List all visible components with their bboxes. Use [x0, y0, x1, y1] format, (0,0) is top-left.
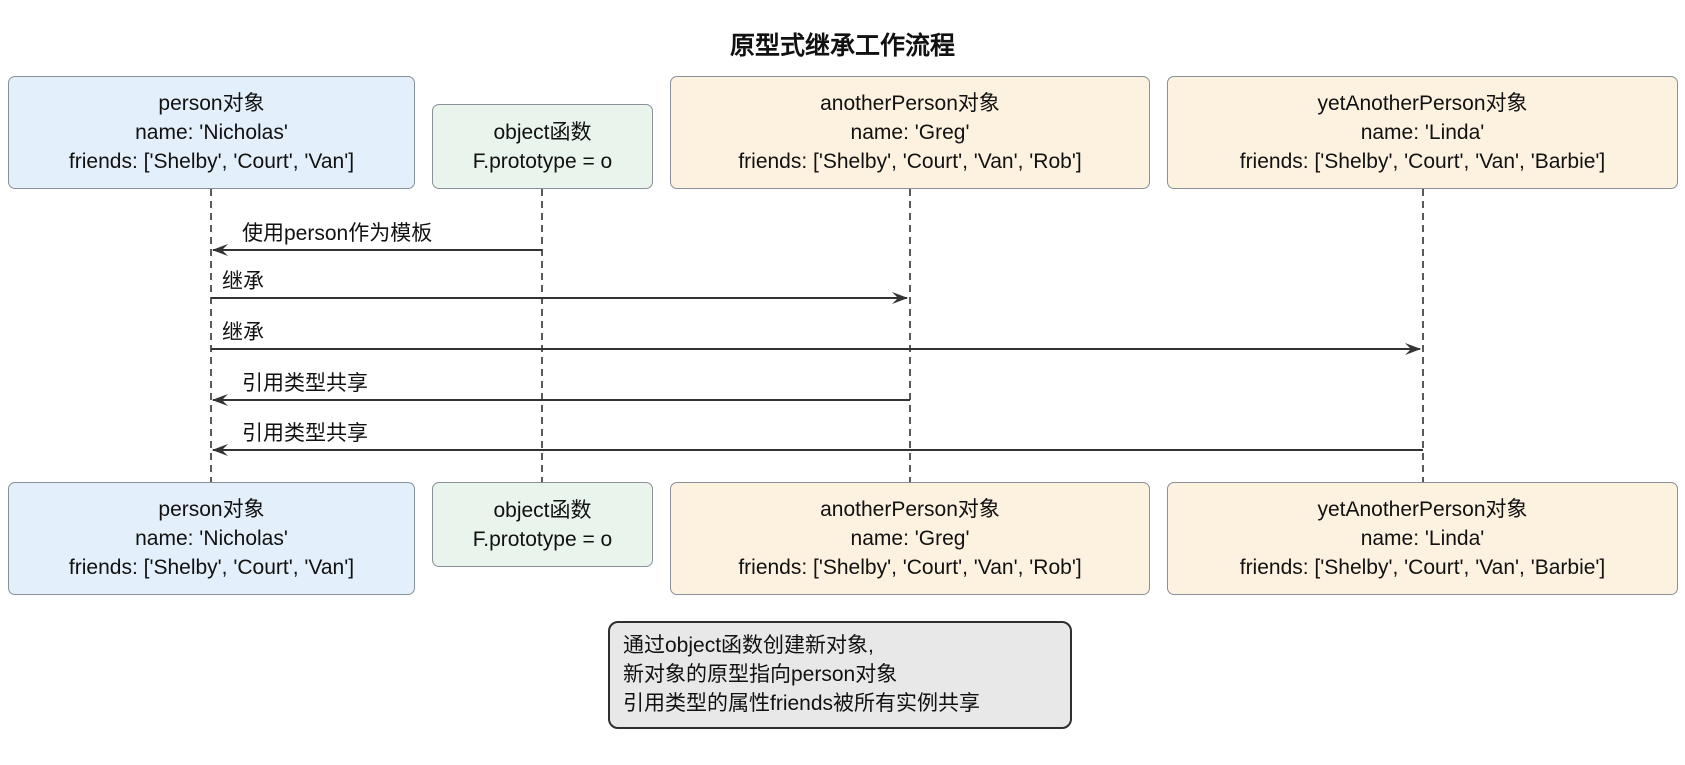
actor-property: name: 'Nicholas' — [135, 121, 288, 144]
actor-title: person对象 — [158, 92, 265, 115]
actor-box-person-bottom: person对象 name: 'Nicholas' friends: ['She… — [8, 482, 415, 595]
diagram-title: 原型式继承工作流程 — [729, 32, 955, 60]
actor-box-object-bottom: object函数 F.prototype = o — [432, 482, 653, 567]
actor-title: yetAnotherPerson对象 — [1317, 92, 1528, 115]
actor-property: friends: ['Shelby', 'Court', 'Van', 'Bar… — [1239, 150, 1606, 173]
lifeline-person — [210, 189, 212, 482]
lifeline-anotherperson — [909, 189, 911, 482]
actor-property: name: 'Nicholas' — [135, 527, 288, 550]
arrowhead-left-icon — [212, 394, 228, 406]
actor-title: yetAnotherPerson对象 — [1317, 498, 1528, 521]
arrowhead-right-icon — [892, 292, 908, 304]
actor-property: friends: ['Shelby', 'Court', 'Van', 'Rob… — [738, 556, 1082, 579]
lifeline-yetanotherperson — [1422, 189, 1424, 482]
message-line — [211, 297, 907, 299]
message-label: 引用类型共享 — [242, 422, 368, 445]
arrowhead-left-icon — [212, 444, 228, 456]
note-line: 引用类型的属性friends被所有实例共享 — [623, 692, 981, 715]
actor-box-yetanotherperson-top: yetAnotherPerson对象 name: 'Linda' friends… — [1167, 76, 1678, 189]
actor-title: anotherPerson对象 — [820, 92, 1000, 115]
actor-property: F.prototype = o — [472, 149, 613, 173]
actor-property: friends: ['Shelby', 'Court', 'Van', 'Rob… — [738, 150, 1082, 173]
lifeline-object — [541, 189, 543, 482]
message-label: 引用类型共享 — [242, 372, 368, 395]
actor-property: friends: ['Shelby', 'Court', 'Van'] — [68, 150, 355, 173]
actor-box-anotherperson-bottom: anotherPerson对象 name: 'Greg' friends: ['… — [670, 482, 1150, 595]
message-label: 继承 — [222, 321, 264, 344]
message-line — [213, 449, 1423, 451]
note-line: 新对象的原型指向person对象 — [623, 663, 898, 686]
note-line: 通过object函数创建新对象, — [623, 634, 874, 657]
actor-box-anotherperson-top: anotherPerson对象 name: 'Greg' friends: ['… — [670, 76, 1150, 189]
actor-property: friends: ['Shelby', 'Court', 'Van'] — [68, 556, 355, 579]
message-line — [213, 399, 910, 401]
actor-property: name: 'Greg' — [850, 527, 970, 550]
actor-property: friends: ['Shelby', 'Court', 'Van', 'Bar… — [1239, 556, 1606, 579]
actor-property: name: 'Greg' — [850, 121, 970, 144]
actor-title: anotherPerson对象 — [820, 498, 1000, 521]
arrowhead-left-icon — [212, 244, 228, 256]
message-line — [211, 348, 1420, 350]
message-label: 使用person作为模板 — [242, 222, 433, 245]
actor-title: object函数 — [493, 120, 592, 144]
arrowhead-right-icon — [1405, 343, 1421, 355]
actor-property: name: 'Linda' — [1360, 527, 1485, 550]
actor-box-object-top: object函数 F.prototype = o — [432, 104, 653, 189]
message-label: 继承 — [222, 270, 264, 293]
note-box: 通过object函数创建新对象, 新对象的原型指向person对象 引用类型的属… — [608, 621, 1072, 729]
actor-title: object函数 — [493, 498, 592, 522]
actor-box-person-top: person对象 name: 'Nicholas' friends: ['She… — [8, 76, 415, 189]
actor-box-yetanotherperson-bottom: yetAnotherPerson对象 name: 'Linda' friends… — [1167, 482, 1678, 595]
actor-title: person对象 — [158, 498, 265, 521]
message-line — [213, 249, 542, 251]
actor-property: name: 'Linda' — [1360, 121, 1485, 144]
actor-property: F.prototype = o — [472, 527, 613, 551]
